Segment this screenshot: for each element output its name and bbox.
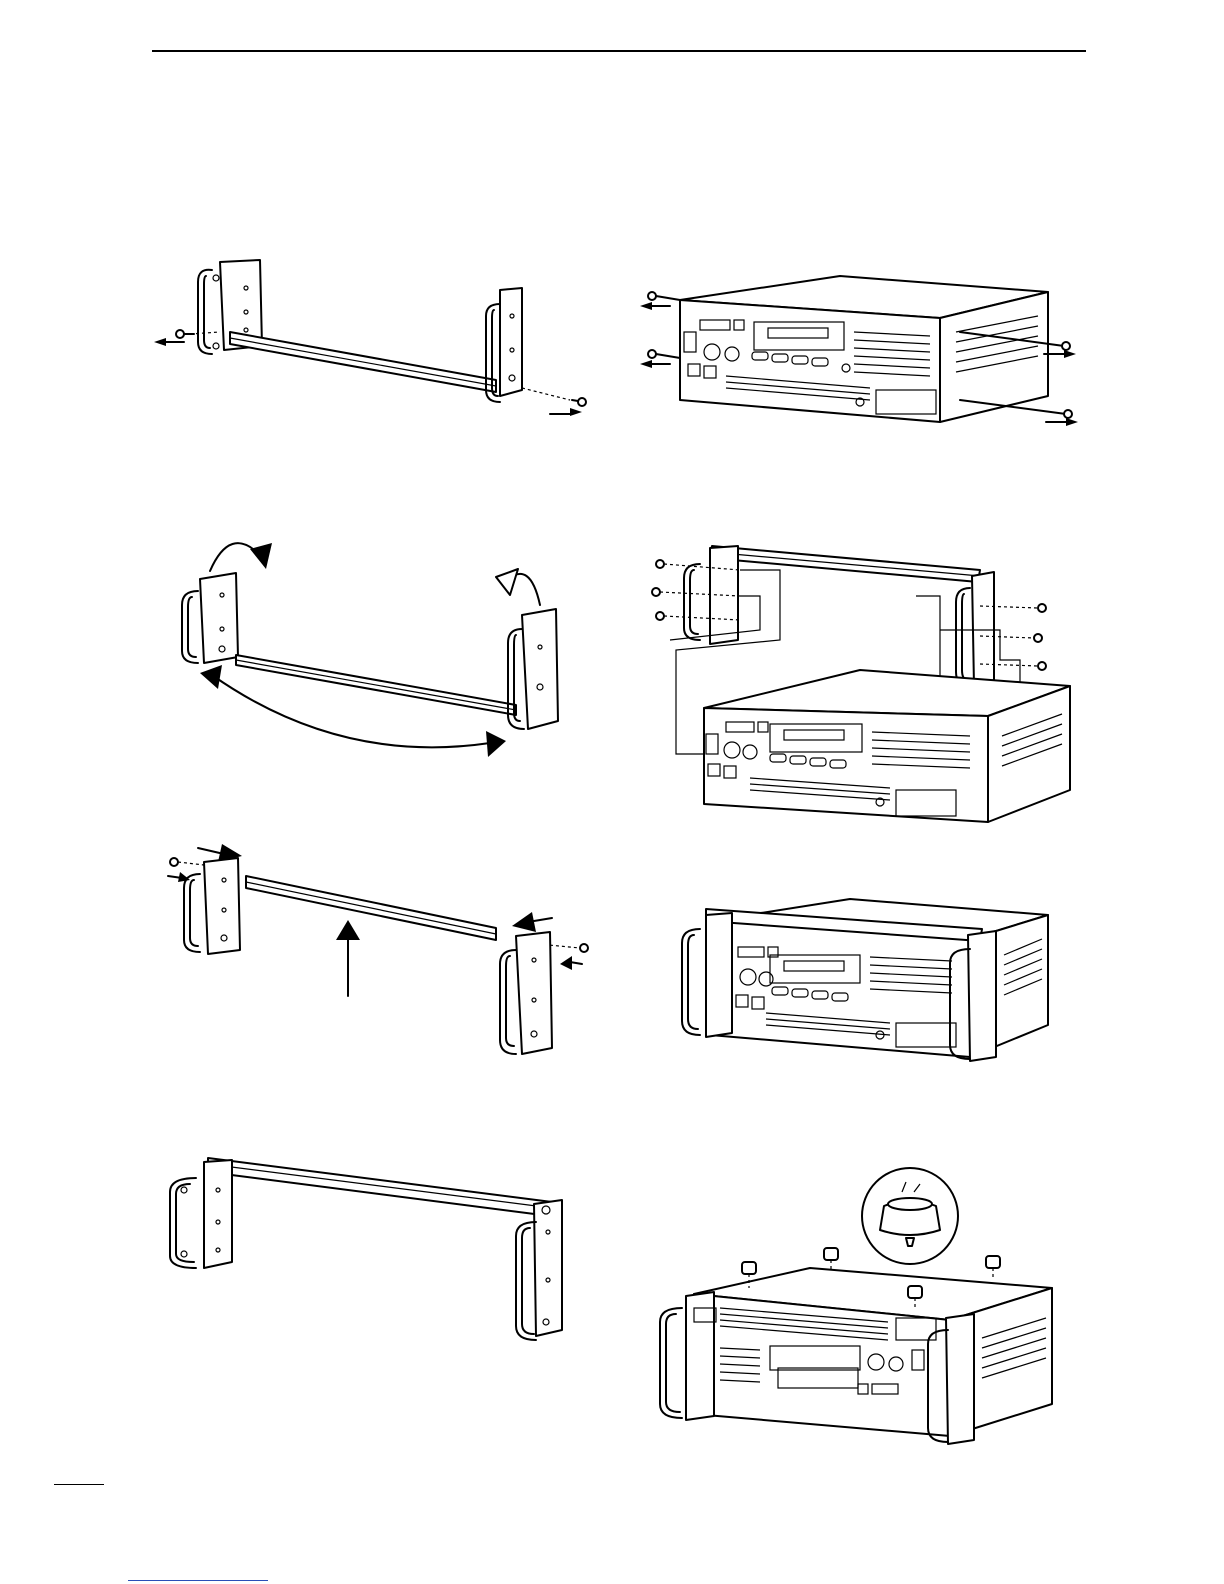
header-rule [152, 50, 1086, 52]
bar-reassembly-icon [160, 840, 600, 1060]
bracket-screw-removal-icon [150, 250, 610, 440]
figure-step-7 [160, 1150, 580, 1350]
figure-step-8 [650, 1168, 1060, 1444]
bracket-attachment-icon [640, 540, 1080, 830]
figure-step-2 [640, 272, 1080, 432]
figure-step-1 [150, 250, 610, 440]
rubber-feet-icon [650, 1168, 1060, 1444]
footer-rule [54, 1484, 104, 1485]
transceiver-side-screw-removal-icon [640, 272, 1080, 432]
figure-step-5 [160, 840, 600, 1060]
bracket-rotation-icon [160, 525, 580, 765]
assembled-bracket-icon [160, 1150, 580, 1350]
rack-mounted-transceiver-icon [670, 895, 1060, 1065]
figure-step-6 [670, 895, 1060, 1065]
figure-step-4 [640, 540, 1080, 830]
figure-step-3 [160, 525, 580, 765]
link-underline [128, 1580, 268, 1581]
